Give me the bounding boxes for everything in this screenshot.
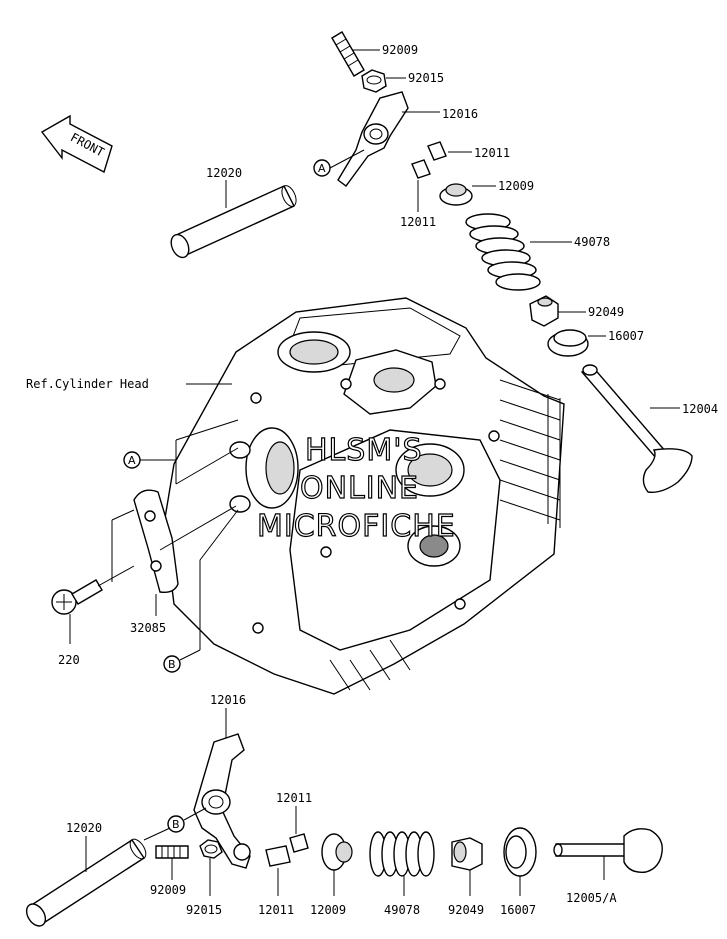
nut-top [361,69,387,93]
label-16007-bottom: 16007 [500,903,536,917]
collet-top-b [411,159,431,179]
watermark-line-2: ONLINE [300,471,419,506]
cover-plate [133,489,179,594]
callout-b-bottom [167,815,185,833]
label-12005a-bottom: 12005/A [566,891,617,905]
label-12011-bottom-b: 12011 [258,903,294,917]
label-12011-top-b: 12011 [400,215,436,229]
rocker-arm-top [337,91,409,187]
label-12009-top: 12009 [498,179,534,193]
adjusting-screw-bottom [155,845,189,859]
adjusting-screw-top [331,31,365,77]
label-12009-bottom: 12009 [310,903,346,917]
label-12004-top: 12004 [682,402,718,416]
stem-seal-top [529,295,559,327]
label-92049-bottom: 92049 [448,903,484,917]
label-12011-top-a: 12011 [474,146,510,160]
rocker-shaft-bottom [25,838,147,927]
collet-bottom-a [289,833,309,853]
rocker-arm-bottom [193,733,251,869]
label-32085: 32085 [130,621,166,635]
watermark: HLSM'S ONLINE MICROFICHE [256,432,456,544]
spring-seat-bottom [503,827,537,877]
valve-bottom [553,828,663,873]
label-12011-bottom-a: 12011 [276,791,312,805]
callout-a-top-text: A [318,162,326,175]
callout-a-left-text: A [128,454,136,467]
nut-bottom [199,839,223,859]
watermark-line-3: MICROFICHE [257,509,456,544]
label-92015-bottom: 92015 [186,903,222,917]
bolt-220 [51,579,103,615]
label-12020-bottom: 12020 [66,821,102,835]
callout-b-left [163,655,181,673]
label-92009-top: 92009 [382,43,418,57]
label-92049-top: 92049 [588,305,624,319]
label-12016-top: 12016 [442,107,478,121]
stem-seal-bottom [451,837,483,871]
label-49078-top: 49078 [574,235,610,249]
valve-spring-top [465,213,541,291]
spring-retainer-top [439,183,473,206]
callout-b-bottom-text: B [172,818,180,831]
collet-bottom-b [265,845,291,867]
label-16007-top: 16007 [608,329,644,343]
label-92009-bottom: 92009 [150,883,186,897]
label-ref-cylinder-head: Ref.Cylinder Head [26,377,149,391]
front-arrow-icon: FRONT [40,114,113,174]
label-92015-top: 92015 [408,71,444,85]
watermark-line-1: HLSM'S [305,433,423,468]
label-12016-bottom: 12016 [210,693,246,707]
valve-top [580,364,693,493]
callout-b-left-text: B [168,658,176,671]
cylinder-head [163,297,565,695]
spring-seat-top [547,329,589,357]
spring-retainer-bottom [321,833,353,871]
collet-top-a [427,141,447,161]
valve-spring-bottom [369,831,435,877]
callout-a-top [313,159,331,177]
rocker-shaft-top [170,185,297,259]
label-12020-top: 12020 [206,166,242,180]
label-220: 220 [58,653,80,667]
label-49078-bottom: 49078 [384,903,420,917]
